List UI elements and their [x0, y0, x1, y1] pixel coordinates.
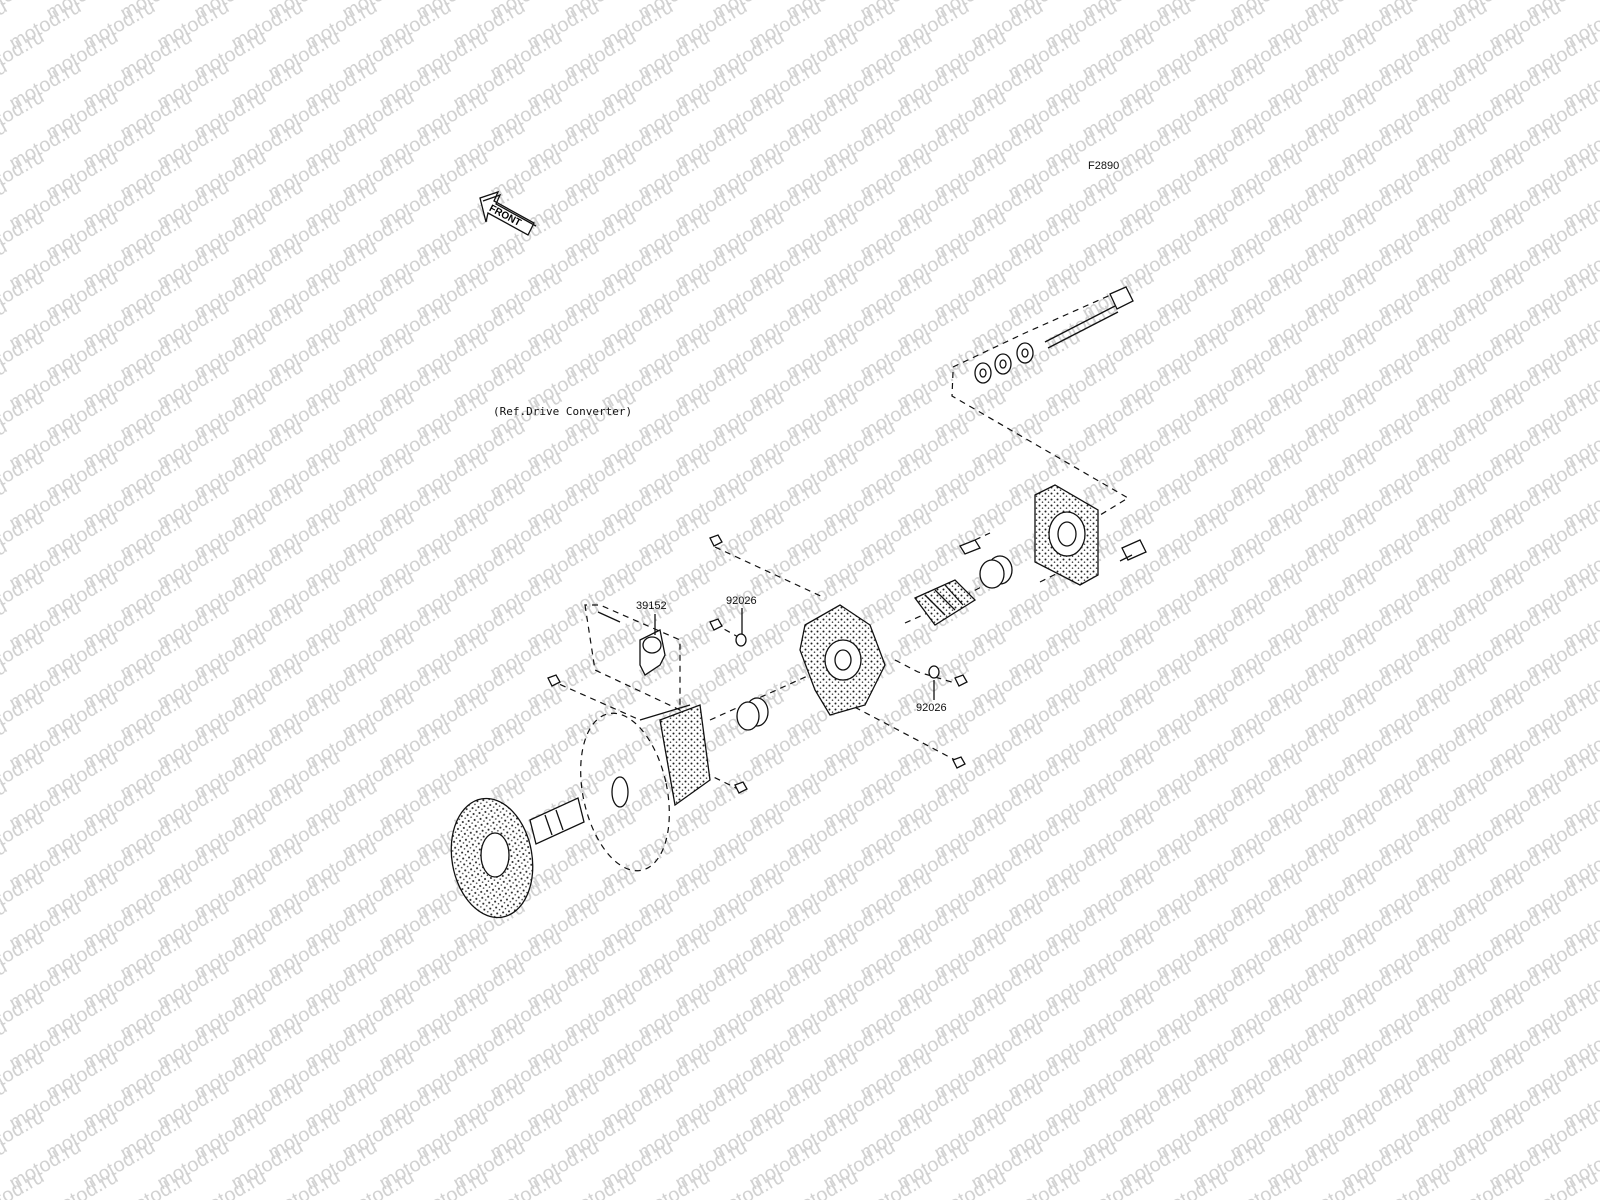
o-ring-right: [928, 665, 940, 679]
figure-code: F2890: [1088, 160, 1120, 172]
spider-hub: [799, 604, 886, 716]
fixed-sheave-fan: [450, 797, 534, 919]
cover-plate: [1034, 484, 1147, 586]
callout-92026-upper: 92026: [726, 595, 757, 607]
drive-shaft: [529, 797, 585, 845]
long-bolt: [1044, 286, 1134, 349]
callout-leaders: [654, 608, 935, 700]
o-ring-left: [735, 633, 747, 647]
small-nuts: [547, 534, 968, 794]
movable-sheave: [580, 704, 711, 872]
callout-39152: 39152: [636, 600, 667, 612]
reference-note: (Ref.Drive Converter): [493, 405, 633, 418]
front-arrow-icon: [479, 190, 537, 236]
callout-92026-lower: 92026: [916, 702, 947, 714]
washer-stack: [974, 342, 1034, 384]
assembly-lines: [549, 292, 1130, 791]
spring: [913, 579, 977, 626]
clutch-weight: [597, 611, 666, 676]
collar: [959, 539, 1013, 589]
bushing: [736, 697, 769, 731]
